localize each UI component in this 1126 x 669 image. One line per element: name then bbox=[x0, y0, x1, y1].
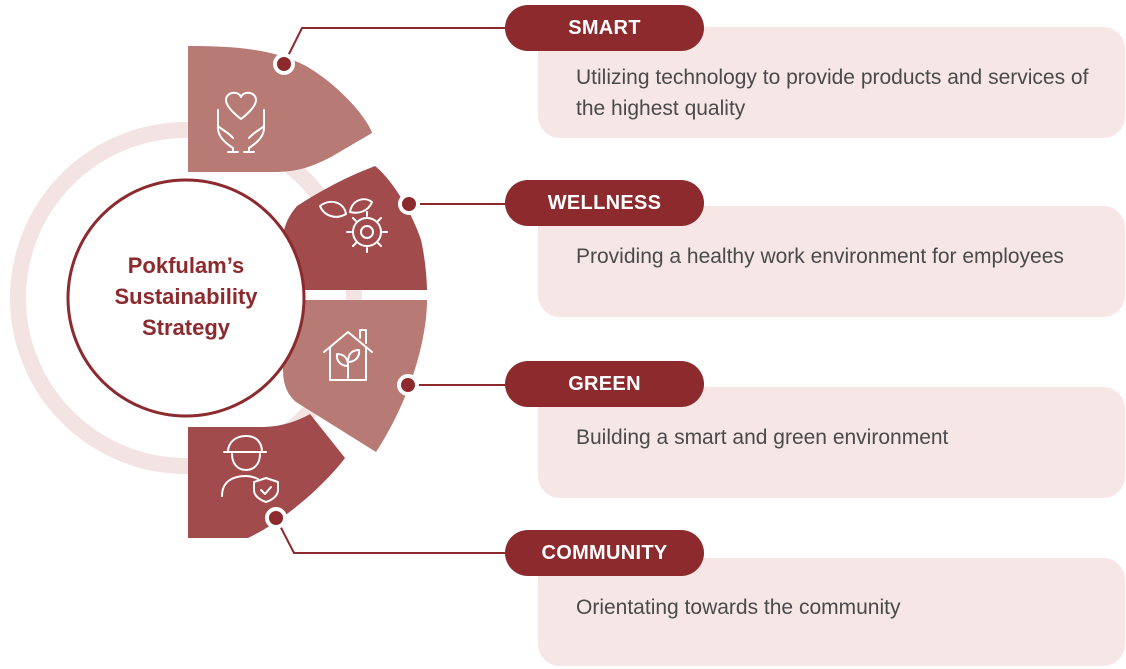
connector-dot-green bbox=[397, 374, 419, 396]
card-description: Utilizing technology to provide products… bbox=[576, 66, 1089, 120]
card-description: Building a smart and green environment bbox=[576, 426, 949, 449]
pill-wellness: WELLNESS bbox=[505, 180, 704, 226]
connector-community bbox=[275, 517, 518, 554]
pill-community: COMMUNITY bbox=[505, 530, 704, 576]
card-description: Providing a healthy work environment for… bbox=[576, 245, 1064, 268]
center-title: Pokfulam’s Sustainability Strategy bbox=[93, 236, 279, 356]
segment-community bbox=[188, 414, 345, 538]
house-plant-icon bbox=[323, 329, 373, 381]
hands-heart-icon bbox=[217, 91, 265, 153]
pill-smart: SMART bbox=[505, 5, 704, 51]
card-community: Orientating towards the community bbox=[538, 558, 1125, 666]
pill-green: GREEN bbox=[505, 361, 704, 407]
card-description: Orientating towards the community bbox=[576, 596, 901, 619]
connector-dot-community bbox=[265, 507, 287, 529]
segment-green bbox=[283, 300, 427, 452]
center-title-line: Pokfulam’s bbox=[127, 252, 245, 278]
connector-smart bbox=[283, 27, 518, 65]
background-ring bbox=[10, 122, 362, 474]
center-circle bbox=[66, 178, 306, 418]
center-title-line: Strategy bbox=[141, 314, 231, 340]
connector-dot-wellness bbox=[398, 193, 420, 215]
center-title-line: Sustainability bbox=[114, 283, 258, 309]
leaf-gear-icon bbox=[319, 198, 388, 253]
connector-dot-smart bbox=[273, 53, 295, 75]
segment-smart bbox=[188, 46, 372, 172]
segment-wellness bbox=[282, 166, 427, 290]
worker-shield-icon bbox=[221, 435, 279, 503]
